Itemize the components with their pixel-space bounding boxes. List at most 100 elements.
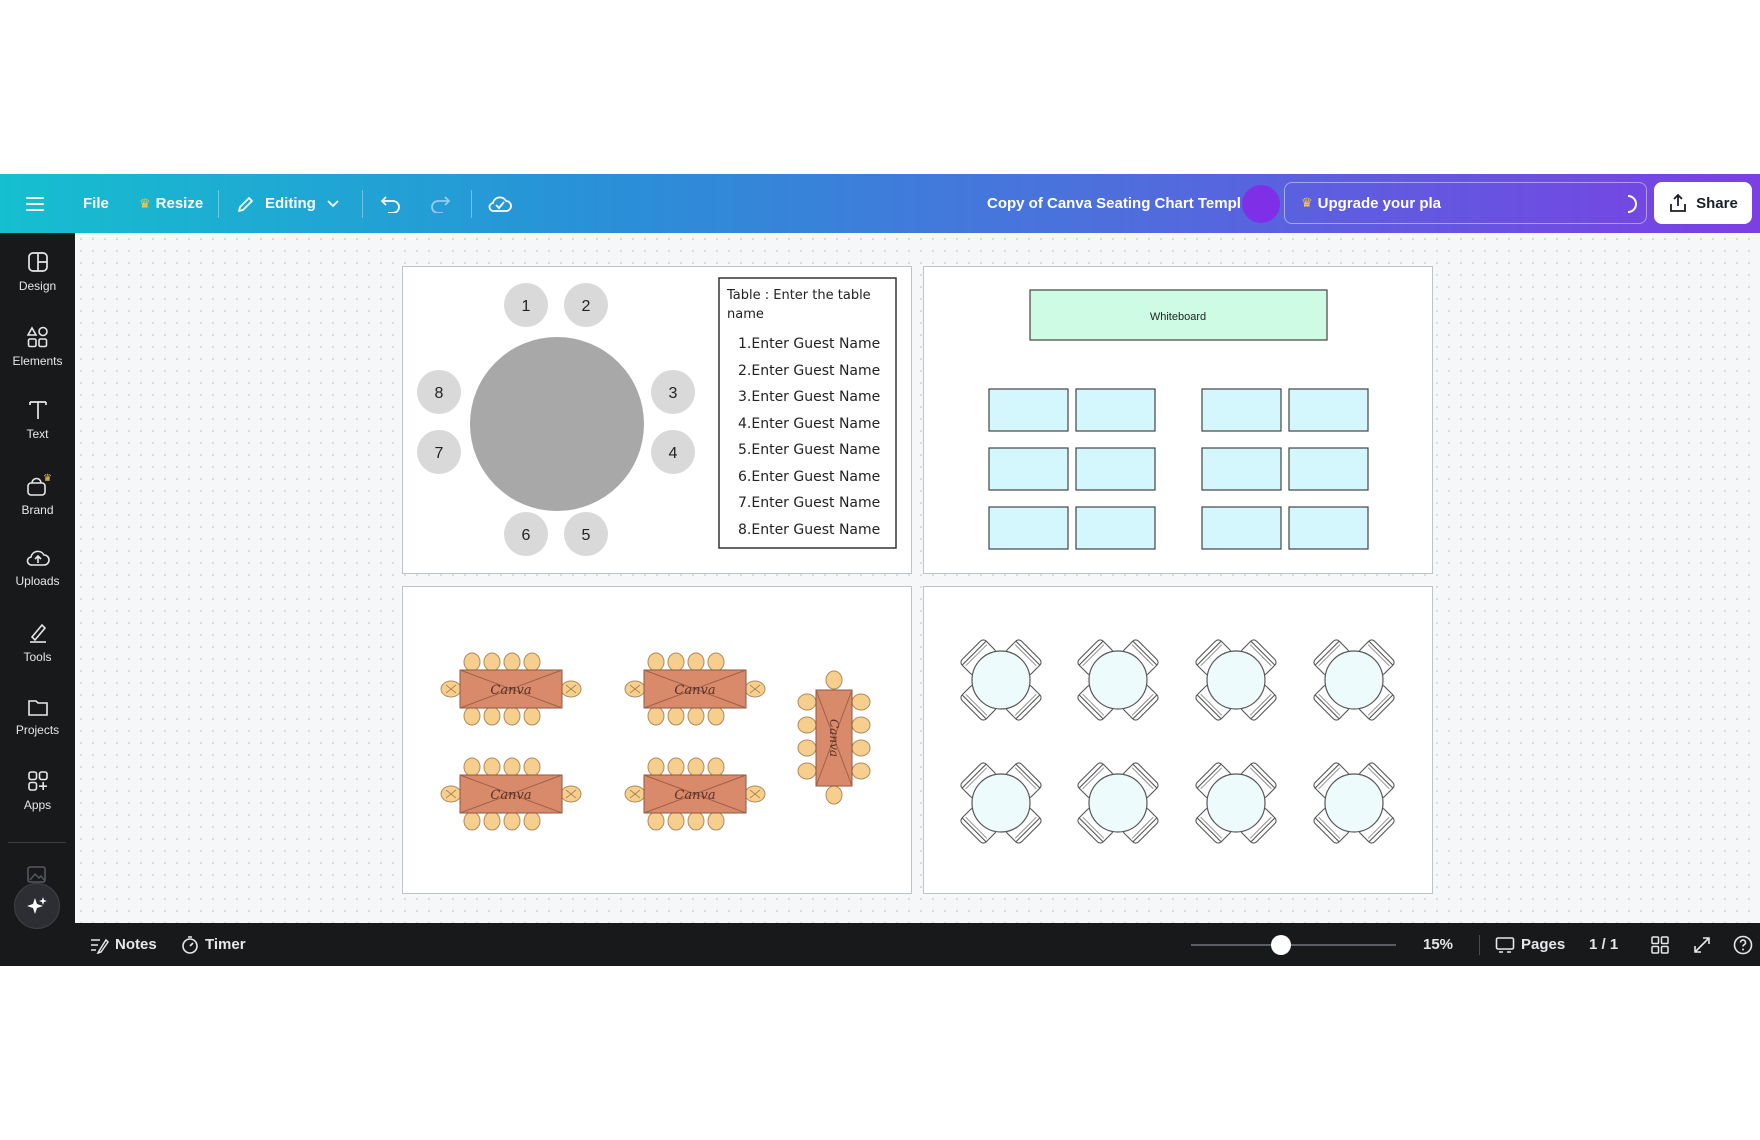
svg-text:♛: ♛: [43, 473, 51, 484]
banquet-chair: [851, 739, 871, 757]
cafe-chair: [1005, 762, 1042, 799]
banquet-chair: [797, 693, 817, 711]
guest-line-3: 3.Enter Guest Name: [738, 389, 880, 405]
cafe-table: [1195, 762, 1277, 844]
sidebar-item-projects[interactable]: Projects: [0, 682, 75, 752]
round-table: [470, 337, 644, 511]
seat-8: 8: [417, 370, 461, 414]
cafe-tables-panel[interactable]: [923, 586, 1433, 894]
apps-icon: [27, 771, 48, 791]
editing-mode-dropdown[interactable]: Editing: [236, 174, 340, 233]
student-desk: [988, 506, 1069, 550]
resize-button[interactable]: ♛Resize: [139, 195, 204, 212]
banquet-chair: [503, 652, 521, 672]
banquet-chair: [707, 811, 725, 831]
design-icon: [27, 252, 48, 272]
upgrade-plan-button[interactable]: ♛Upgrade your pla: [1284, 182, 1647, 224]
banquet-chair: [707, 706, 725, 726]
uploads-icon: [26, 550, 50, 566]
sidebar-item-elements[interactable]: Elements: [0, 312, 75, 382]
banquet-table: Canva: [440, 757, 582, 831]
timer-button[interactable]: Timer: [181, 923, 246, 966]
guest-line-1: 1.Enter Guest Name: [738, 336, 880, 352]
banquet-chair: [797, 716, 817, 734]
banquet-chair: [825, 785, 843, 805]
student-desk: [1288, 447, 1369, 491]
seat-5: 5: [564, 512, 608, 556]
sidebar-item-uploads[interactable]: Uploads: [0, 533, 75, 603]
avatar[interactable]: [1242, 185, 1280, 223]
svg-text:8: 8: [435, 385, 444, 402]
cafe-chair: [960, 684, 997, 721]
redo-button[interactable]: [429, 174, 451, 233]
banquet-table-vertical: Canva: [797, 670, 871, 805]
pencil-icon: [238, 196, 253, 212]
classroom-panel[interactable]: Whiteboard: [923, 266, 1433, 574]
guest-line-8: 8.Enter Guest Name: [738, 522, 880, 538]
banquet-chair: [687, 757, 705, 777]
sidebar-item-brand[interactable]: ♛ Brand: [21, 473, 54, 517]
notes-button[interactable]: Notes: [89, 923, 157, 966]
banquet-chair: [797, 762, 817, 780]
zoom-slider-handle[interactable]: [1271, 935, 1292, 955]
seat-4: 4: [651, 430, 695, 474]
undo-button[interactable]: [380, 174, 402, 233]
magic-assistant-button[interactable]: [14, 883, 60, 929]
pages-button[interactable]: Pages: [1495, 923, 1565, 966]
cafe-table: [1077, 762, 1159, 844]
banquet-chair: [851, 693, 871, 711]
student-desk: [1288, 506, 1369, 550]
guest-line-5: 5.Enter Guest Name: [738, 442, 880, 458]
svg-text:2: 2: [582, 298, 591, 315]
table-top: [1206, 773, 1266, 833]
student-desk: [1201, 447, 1282, 491]
share-button[interactable]: Share: [1654, 182, 1752, 224]
zoom-slider-track[interactable]: [1191, 944, 1396, 946]
table-top: [971, 773, 1031, 833]
guest-card-title: Table : Enter the table: [726, 288, 871, 303]
banquet-chair: [647, 757, 665, 777]
zoom-level-button[interactable]: 15%: [1423, 936, 1454, 953]
sidebar-item-text[interactable]: Text: [0, 385, 75, 455]
whiteboard: [1029, 289, 1328, 341]
banquet-chair: [503, 706, 521, 726]
canva-logo-text: Canva: [674, 683, 715, 698]
sidebar-item-tools[interactable]: Tools: [0, 608, 75, 678]
cafe-table: [960, 639, 1042, 721]
svg-text:6: 6: [522, 527, 531, 544]
sidebar-item-apps[interactable]: Apps: [0, 756, 75, 826]
svg-text:5: 5: [582, 527, 591, 544]
banquet-chair: [483, 706, 501, 726]
banquet-chair: [463, 811, 481, 831]
round-table-panel[interactable]: 1 2 3 4 5 6 7 8 Table : Enter the table …: [402, 266, 912, 574]
left-sidebar: Design Elements Text ♛ Brand Uploads Too…: [0, 233, 75, 966]
save-status-button[interactable]: [487, 174, 513, 233]
table-top: [971, 650, 1031, 710]
banquet-chair: [523, 811, 541, 831]
file-menu-button[interactable]: File: [83, 195, 109, 212]
banquet-chair: [851, 716, 871, 734]
grid-view-button[interactable]: [1651, 923, 1669, 966]
whiteboard-label: Whiteboard: [1150, 311, 1206, 323]
cloud-check-icon: [488, 196, 512, 212]
cafe-table: [1313, 762, 1395, 844]
document-title[interactable]: Copy of Canva Seating Chart Templa: [987, 195, 1241, 212]
design-canvas[interactable]: 1 2 3 4 5 6 7 8 Table : Enter the table …: [75, 233, 1760, 923]
desk-group: [988, 388, 1369, 550]
chevron-down-icon: [327, 199, 339, 207]
main-menu-button[interactable]: [26, 174, 46, 233]
banquet-chair: [647, 811, 665, 831]
banquet-chair: [463, 706, 481, 726]
undo-icon: [380, 195, 400, 213]
fullscreen-button[interactable]: [1693, 923, 1711, 966]
banquet-chair: [667, 652, 685, 672]
loading-spinner-icon: [1627, 195, 1637, 213]
cafe-table: [1195, 639, 1277, 721]
help-button[interactable]: [1733, 923, 1753, 966]
sidebar-item-design[interactable]: Design: [0, 237, 75, 307]
expand-icon: [1694, 936, 1710, 953]
banquet-chair: [687, 706, 705, 726]
student-desk: [1075, 506, 1156, 550]
guest-card-title-cont: name: [727, 307, 764, 322]
